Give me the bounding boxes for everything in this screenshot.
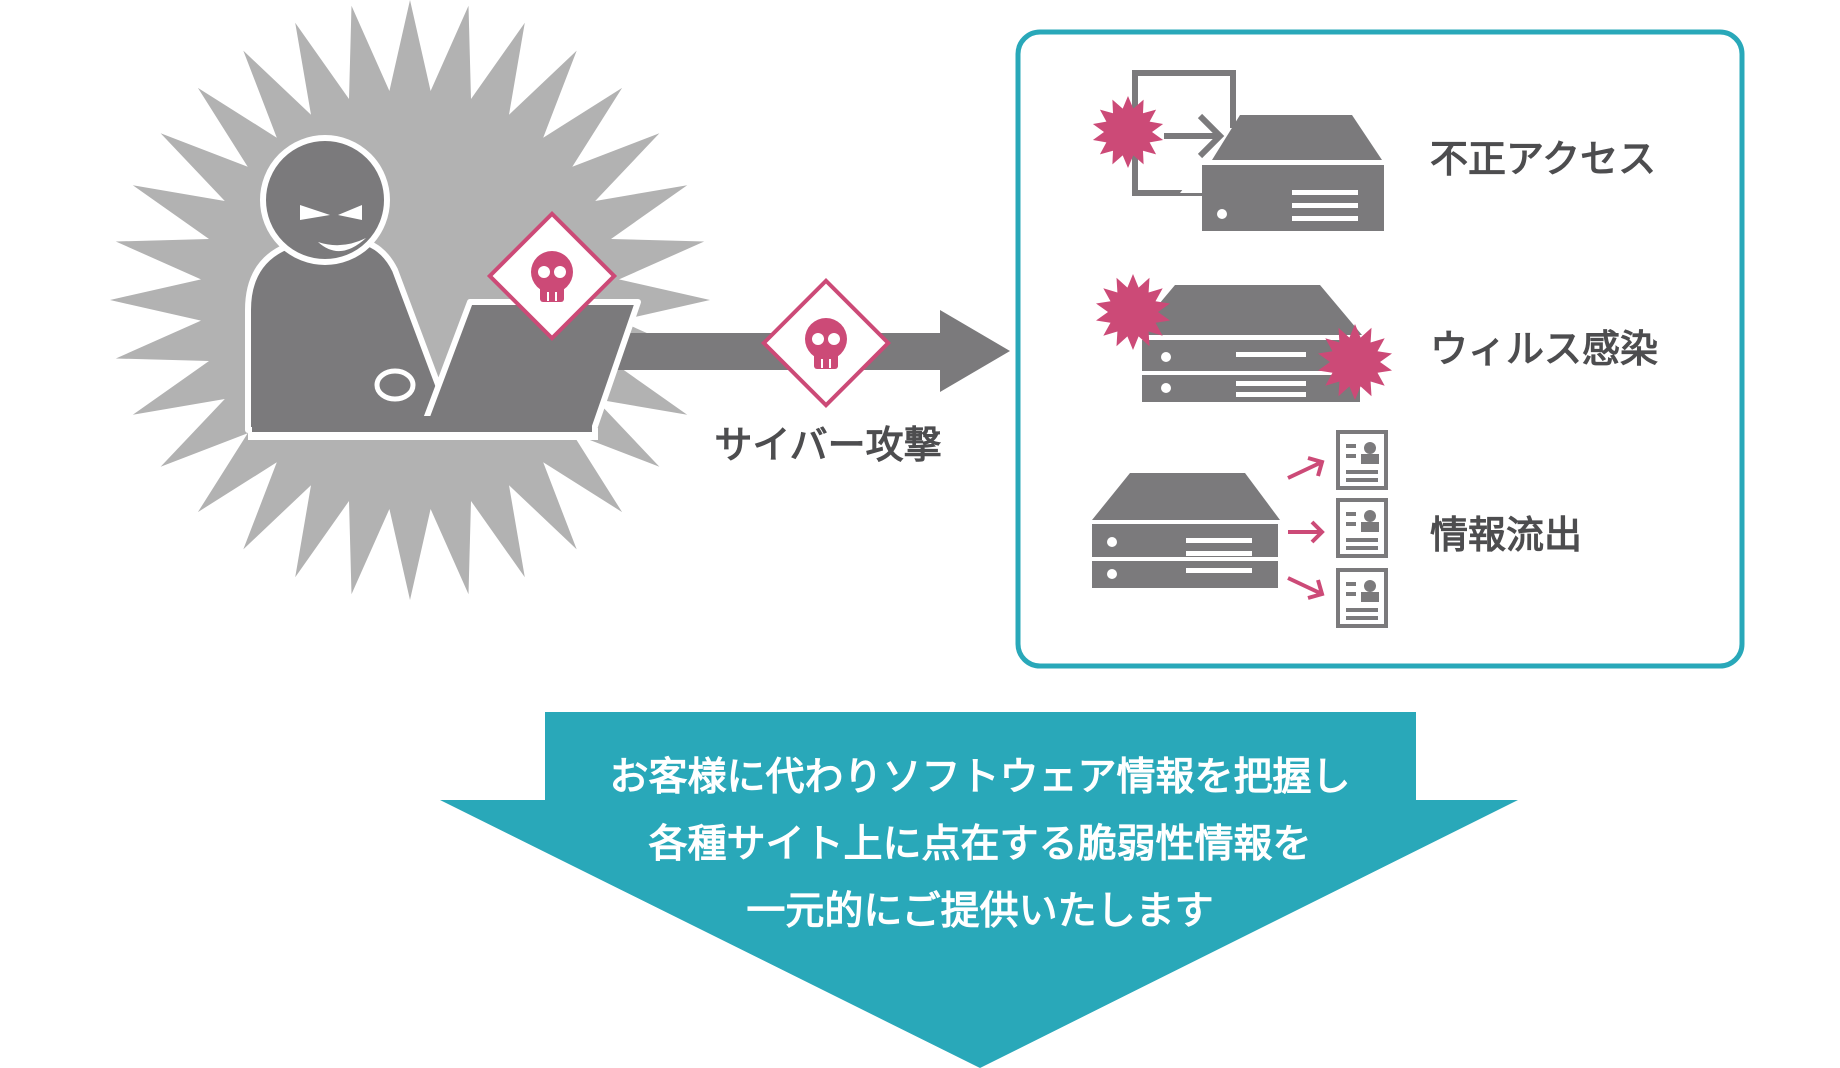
burst-shape (110, 0, 710, 600)
skull-warning-icon (760, 277, 892, 409)
skull-warning-icon (486, 210, 618, 342)
attack-label: サイバー攻撃 (714, 423, 941, 467)
document-icon (1336, 568, 1388, 628)
solution-arrow (440, 712, 1518, 1068)
threat-label-virus: ウィルス感染 (1430, 327, 1658, 371)
solution-line-1: お客様に代わりソフトウェア情報を把握し (609, 755, 1350, 800)
server-virus-icon (1096, 274, 1392, 402)
solution-line-3: 一元的にご提供いたします (746, 889, 1213, 934)
document-icon (1336, 498, 1388, 558)
hacker-icon (245, 135, 641, 440)
threat-label-access: 不正アクセス (1430, 137, 1656, 181)
server-data-leak-icon (1092, 430, 1388, 628)
threat-label-leak: 情報流出 (1430, 513, 1582, 557)
server-unauthorized-access-icon (1092, 70, 1384, 231)
document-icon (1336, 430, 1388, 490)
solution-line-2: 各種サイト上に点在する脆弱性情報を (648, 822, 1311, 867)
